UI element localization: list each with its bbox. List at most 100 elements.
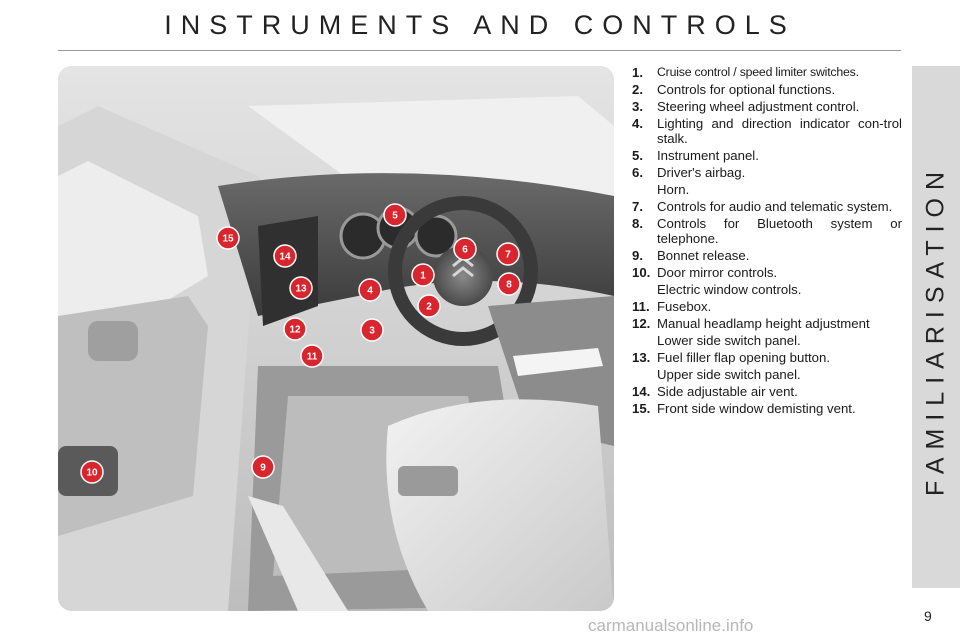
callout-label: 15 bbox=[222, 234, 234, 245]
legend-item: 4. Lighting and direction indicator con-t… bbox=[632, 116, 902, 146]
callout-marker bbox=[300, 344, 324, 368]
callout-label: 11 bbox=[307, 352, 318, 363]
legend-item: 1. Cruise control / speed limiter switche… bbox=[632, 65, 902, 80]
callout-5: 5 bbox=[383, 203, 407, 227]
callout-10: 10 bbox=[80, 460, 104, 484]
callout-label: 8 bbox=[506, 280, 512, 291]
legend-item: 7. Controls for audio and telematic syste… bbox=[632, 199, 902, 214]
steering-wheel-hub bbox=[433, 246, 493, 306]
driver-seat bbox=[386, 399, 614, 611]
callout-marker bbox=[273, 244, 297, 268]
callout-marker bbox=[360, 318, 384, 342]
legend-item: 12. Manual headlamp height adjustment bbox=[632, 316, 902, 331]
legend-item-text: Instrument panel. bbox=[657, 148, 759, 163]
section-tab-label: FAMILIARISATION bbox=[921, 163, 950, 497]
callout-14: 14 bbox=[273, 244, 297, 268]
legend-item-number: 13. bbox=[632, 350, 651, 365]
legend-item-continuation: Upper side switch panel. bbox=[657, 367, 801, 382]
legend-item: 8.Controls for Bluetooth system or telep… bbox=[632, 216, 902, 246]
callout-marker bbox=[411, 263, 435, 287]
legend-item-number: 12. bbox=[632, 316, 651, 331]
legend-item-text: Steering wheel adjustment control. bbox=[657, 99, 860, 114]
legend-item-text: Side adjustable air vent. bbox=[657, 384, 798, 399]
callout-4: 4 bbox=[358, 278, 382, 302]
callout-11: 11 bbox=[300, 344, 324, 368]
legend-item-number: 8. bbox=[632, 216, 643, 231]
legend-item-text: Controls for optional functions. bbox=[657, 82, 836, 97]
legend-item: 15.Front side window demisting vent. bbox=[632, 401, 902, 416]
legend-item: 6. Driver's airbag. bbox=[632, 165, 902, 180]
callout-label: 3 bbox=[369, 326, 375, 337]
legend-item: 14. Side adjustable air vent. bbox=[632, 384, 902, 399]
legend-item: 2. Controls for optional functions. bbox=[632, 82, 902, 97]
callout-label: 13 bbox=[295, 284, 307, 295]
legend-item-number: 4. bbox=[632, 116, 643, 131]
callout-12: 12 bbox=[283, 317, 307, 341]
windscreen bbox=[248, 96, 614, 196]
callout-label: 14 bbox=[279, 252, 291, 263]
legend-item-text: Bonnet release. bbox=[657, 248, 750, 263]
console-trim bbox=[513, 348, 603, 376]
legend-item-number: 9. bbox=[632, 248, 643, 263]
title-divider bbox=[58, 50, 901, 51]
legend-item-continuation: Electric window controls. bbox=[657, 282, 802, 297]
legend-item-text: Front side window demisting vent. bbox=[657, 401, 856, 416]
page-number: 9 bbox=[924, 608, 932, 624]
callout-label: 12 bbox=[289, 325, 301, 336]
legend-item-number: 1. bbox=[632, 65, 643, 80]
callout-13: 13 bbox=[289, 276, 313, 300]
door-handle bbox=[88, 321, 138, 361]
page-title: INSTRUMENTS AND CONTROLS bbox=[164, 10, 796, 40]
callout-8: 8 bbox=[497, 272, 521, 296]
callout-marker bbox=[497, 272, 521, 296]
callout-label: 2 bbox=[426, 302, 432, 313]
seat-controls bbox=[398, 466, 458, 496]
callout-marker bbox=[251, 455, 275, 479]
legend-item-text: Driver's airbag. bbox=[657, 165, 746, 180]
callout-marker bbox=[216, 226, 240, 250]
legend: 1. Cruise control / speed limiter switche… bbox=[632, 65, 902, 418]
legend-item: 10. Door mirror controls. bbox=[632, 265, 902, 280]
callout-label: 6 bbox=[462, 245, 468, 256]
steering-wheel-rim bbox=[388, 196, 538, 346]
legend-item-number: 3. bbox=[632, 99, 643, 114]
legend-item-text: Manual headlamp height adjustment bbox=[657, 316, 870, 331]
door-sill bbox=[248, 496, 348, 611]
legend-item-number: 7. bbox=[632, 199, 643, 214]
callout-marker bbox=[453, 237, 477, 261]
legend-item-text: Door mirror controls. bbox=[657, 265, 778, 280]
callout-1: 1 bbox=[411, 263, 435, 287]
legend-item-number: 5. bbox=[632, 148, 643, 163]
legend-item-continuation: Lower side switch panel. bbox=[657, 333, 801, 348]
callout-7: 7 bbox=[496, 242, 520, 266]
callout-marker bbox=[289, 276, 313, 300]
callout-label: 10 bbox=[86, 468, 98, 479]
legend-item-text: Fuel filler flap opening button. bbox=[657, 350, 831, 365]
door-window bbox=[58, 161, 208, 316]
callout-marker bbox=[383, 203, 407, 227]
legend-item-continuation: Horn. bbox=[657, 182, 690, 197]
legend-item: 11.Fusebox. bbox=[632, 299, 902, 314]
callout-label: 1 bbox=[420, 271, 426, 282]
callout-marker bbox=[283, 317, 307, 341]
legend-item-number: 10. bbox=[632, 265, 651, 280]
legend-item-number: 6. bbox=[632, 165, 643, 180]
legend-item-number: 2. bbox=[632, 82, 643, 97]
callout-3: 3 bbox=[360, 318, 384, 342]
legend-item-text: Cruise control / speed limiter switches. bbox=[657, 65, 859, 79]
callout-label: 5 bbox=[392, 211, 398, 222]
watermark: carmanualsonline.info bbox=[588, 616, 754, 635]
legend-item: 9. Bonnet release. bbox=[632, 248, 902, 263]
legend-item-number: 11. bbox=[632, 299, 650, 314]
legend-item-text: Lighting and direction indicator con-tro… bbox=[657, 116, 902, 146]
callout-marker bbox=[496, 242, 520, 266]
callout-9: 9 bbox=[251, 455, 275, 479]
legend-item-number: 14. bbox=[632, 384, 651, 399]
legend-item: 5. Instrument panel. bbox=[632, 148, 902, 163]
callout-15: 15 bbox=[216, 226, 240, 250]
legend-item-text: Controls for audio and telematic system. bbox=[657, 199, 893, 214]
callout-6: 6 bbox=[453, 237, 477, 261]
callout-2: 2 bbox=[417, 294, 441, 318]
